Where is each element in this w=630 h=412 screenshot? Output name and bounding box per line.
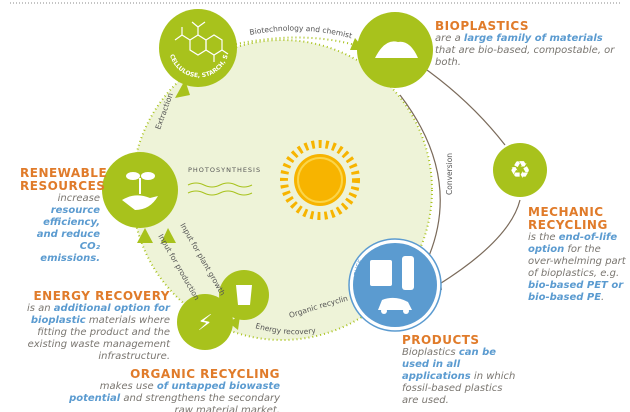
recycling-to-products-arrow	[437, 199, 521, 286]
energy-heading: ENERGY RECOVERY	[33, 289, 170, 303]
mechanic-heading-2: RECYCLING	[528, 218, 608, 232]
organic-text: ORGANIC RECYCLING makes use of untapped …	[60, 368, 280, 412]
highlight: of untapped biowaste potential	[69, 381, 280, 404]
svg-text:REUSE: REUSE	[353, 258, 365, 280]
photosynthesis-label: PHOTOSYNTHESIS	[188, 166, 261, 174]
text: and strengthens the secondary raw materi…	[120, 393, 280, 412]
cycle-dotted-ring	[131, 39, 433, 341]
feedstock-circle	[159, 9, 237, 87]
compost-bin-icon	[236, 285, 252, 305]
text: is an	[26, 303, 54, 314]
sun-rays	[280, 140, 360, 220]
reuse-label: REUSE	[353, 258, 365, 280]
text: increase	[57, 193, 100, 204]
bioplastics-text: BIOPLASTICS are a large family of materi…	[435, 20, 625, 69]
highlight: bio-based PET or bio-based PE	[528, 280, 624, 303]
products-heading: PRODUCTS	[402, 333, 480, 347]
mechanic-heading-1: MECHANIC	[528, 205, 604, 219]
renewable-heading-2: RESOURCES	[20, 179, 106, 193]
plant-in-hand-icon	[122, 172, 158, 210]
photosynthesis-waves	[187, 182, 253, 196]
highlight: large family of materials	[463, 33, 603, 44]
text: Bioplastics	[402, 347, 459, 358]
organic-heading: ORGANIC RECYCLING	[130, 367, 280, 381]
text: for the over-whelming part of bioplastic…	[528, 244, 626, 279]
highlight: additional option for bioplastic	[30, 303, 170, 326]
recycle-icon: ♻	[509, 156, 531, 184]
sun-icon	[294, 154, 346, 206]
energy-recovery-circle	[177, 294, 233, 350]
bioplastics-heading: BIOPLASTICS	[435, 19, 530, 33]
products-icon	[370, 256, 414, 314]
text: is the	[528, 232, 559, 243]
text: that are bio-based, compostable, or both…	[435, 45, 615, 68]
conversion-arrow	[399, 94, 441, 266]
arrowhead	[228, 316, 240, 330]
highlight: can be used in all applications	[402, 347, 497, 382]
arrowhead	[137, 228, 153, 243]
products-circle	[353, 243, 437, 327]
conversion-label: Conversion	[445, 153, 454, 195]
text: in which fossil-based plastics are used.	[402, 371, 516, 406]
plug-icon: ⚡	[197, 311, 212, 336]
renewable-text: RENEWABLE RESOURCES increase resource ef…	[20, 166, 108, 265]
mechanic-recycling-circle	[493, 143, 547, 197]
recycling-to-bioplastics-arrow	[419, 64, 506, 146]
energy-text: ENERGY RECOVERY is an additional option …	[5, 290, 170, 363]
sun-inner-ring	[297, 157, 343, 203]
text: materials where fitting the product and …	[27, 315, 170, 362]
molecule-icon	[174, 21, 229, 62]
highlight: resource efficiency, and reduce CO₂ emis…	[36, 205, 100, 264]
text: are a	[435, 33, 464, 44]
renewable-heading-1: RENEWABLE	[20, 166, 108, 180]
mechanic-text: MECHANIC RECYCLING is the end-of-life op…	[528, 206, 628, 304]
products-text: PRODUCTS Bioplastics can be used in all …	[402, 334, 520, 407]
arrowhead	[161, 228, 176, 243]
text: .	[601, 292, 605, 303]
text: makes use	[99, 381, 157, 392]
granules-icon	[375, 41, 418, 58]
highlight: end-of-life option	[528, 232, 618, 255]
